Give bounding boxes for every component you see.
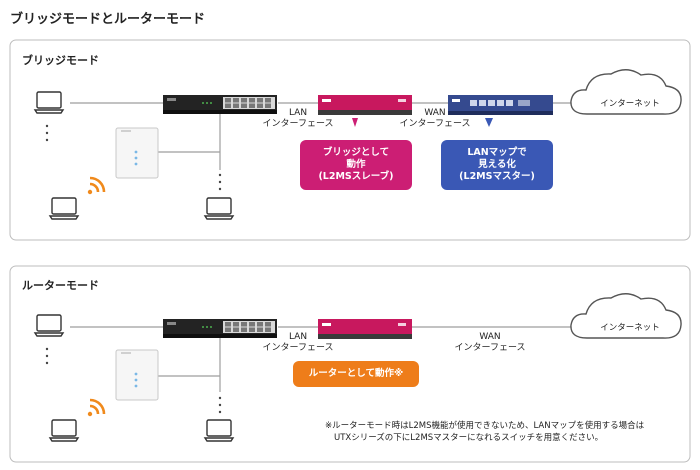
laptop-icon — [34, 314, 64, 337]
cloud-icon — [570, 293, 682, 339]
router-dots — [45, 347, 222, 414]
l2ms-master-switch-icon — [448, 95, 553, 115]
access-point-icon — [115, 127, 159, 179]
laptop-icon — [49, 419, 79, 442]
cloud-icon — [570, 69, 682, 115]
page-title: ブリッジモードとルーターモード — [10, 12, 206, 27]
wifi-icon — [87, 176, 106, 195]
router-callout: ルーターとして動作※ — [293, 361, 419, 387]
wifi-icon — [87, 398, 106, 417]
bridge-connection-lines — [70, 102, 580, 170]
bridge-router-callout: ブリッジとして 動作 (L2MSスレーブ) — [300, 140, 412, 190]
laptop-icon — [204, 197, 234, 220]
laptop-icon — [34, 91, 64, 114]
router-mode-heading: ルーターモード — [22, 279, 99, 292]
bridge-switch-callout: LANマップで 見える化 (L2MSマスター) — [441, 140, 553, 190]
bridge-dots — [45, 124, 222, 191]
bridge-internet-label: インターネット — [600, 99, 660, 109]
laptop-icon — [49, 197, 79, 220]
bridge-mode-heading: ブリッジモード — [22, 54, 99, 67]
router-internet-label: インターネット — [600, 323, 660, 333]
access-point-icon — [115, 349, 159, 401]
router-connection-lines — [70, 326, 580, 392]
router-mode-note: ※ルーターモード時はL2MS機能が使用できないため、LANマップを使用する場合は… — [325, 421, 645, 443]
laptop-icon — [204, 419, 234, 442]
